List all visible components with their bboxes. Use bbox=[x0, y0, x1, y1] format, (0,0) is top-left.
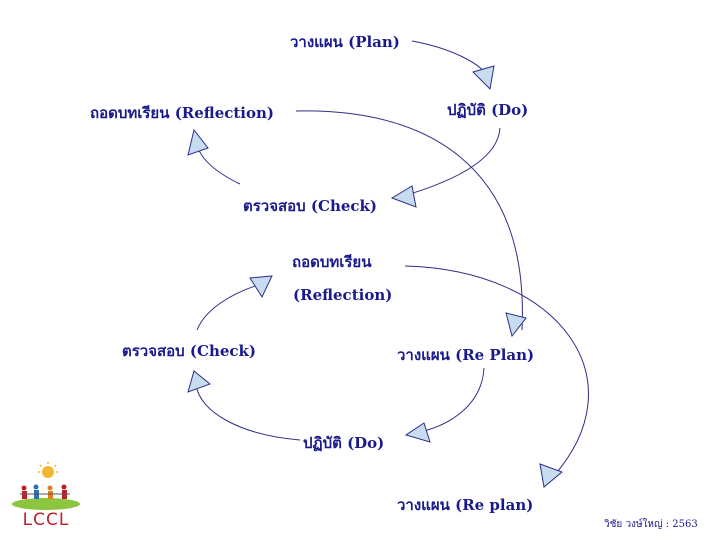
author-credit: วิชัย วงษ์ใหญ่ : 2563 bbox=[604, 519, 698, 530]
arrow-reflection-to-replan bbox=[295, 110, 523, 331]
node-do2: ปฏิบัติ (Do) bbox=[303, 434, 385, 452]
node-reflection: ถอดบทเรียน (Reflection) bbox=[90, 104, 275, 122]
node-check2: ตรวจสอบ (Check) bbox=[122, 342, 257, 360]
arrowhead-plan-to-do bbox=[472, 65, 495, 91]
arrow-check2-to-reflection2 bbox=[196, 284, 259, 331]
arrowhead-replan-to-do2 bbox=[404, 422, 431, 443]
node-check: ตรวจสอบ (Check) bbox=[243, 197, 378, 215]
logo-text: LCCL bbox=[22, 510, 70, 530]
arrow-reflection2-to-replan2 bbox=[404, 265, 589, 479]
arrowhead-reflection2-to-replan2 bbox=[539, 463, 563, 488]
arrowhead-reflection-to-replan bbox=[505, 312, 527, 338]
arrow-do2-to-check2 bbox=[195, 384, 301, 441]
node-do: ปฏิบัติ (Do) bbox=[447, 101, 529, 119]
node-replan2: วางแผน (Re plan) bbox=[397, 496, 534, 514]
sun-children-logo-icon bbox=[12, 462, 80, 510]
arrowhead-do2-to-check2 bbox=[187, 370, 212, 393]
lccl-logo: LCCL bbox=[10, 462, 82, 532]
arrow-do-to-check bbox=[399, 127, 501, 198]
node-replan: วางแผน (Re Plan) bbox=[397, 346, 535, 364]
arrowhead-check2-to-reflection2 bbox=[249, 275, 273, 299]
arrowhead-check-to-reflection bbox=[187, 128, 209, 156]
node-reflection2-english: (Reflection) bbox=[293, 286, 393, 304]
node-plan: วางแผน (Plan) bbox=[290, 33, 400, 51]
arrowhead-do-to-check bbox=[390, 185, 417, 208]
node-reflection2-thai: ถอดบทเรียน bbox=[292, 253, 372, 271]
arrow-replan-to-do2 bbox=[419, 367, 485, 433]
